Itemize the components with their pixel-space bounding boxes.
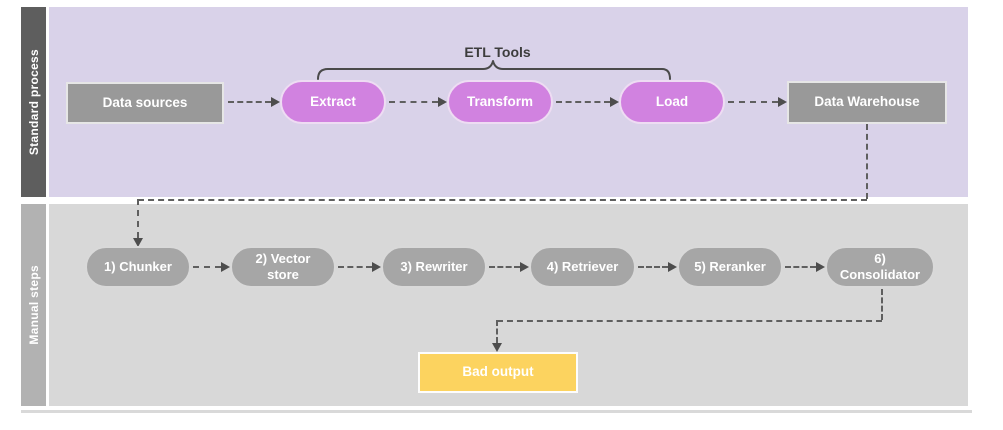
edge-datasources-extract (228, 101, 271, 103)
arrowhead-icon (372, 262, 381, 272)
edge-warehouse-chunker-seg3 (137, 199, 139, 238)
node-retriever: 4) Retriever (529, 246, 636, 288)
edge-extract-transform (389, 101, 438, 103)
arrowhead-icon (816, 262, 825, 272)
node-extract: Extract (280, 80, 386, 124)
node-vector-store: 2) Vector store (230, 246, 336, 288)
arrowhead-icon (271, 97, 280, 107)
node-data-warehouse: Data Warehouse (787, 81, 947, 124)
node-vector-store-label: 2) Vector store (255, 251, 311, 282)
node-extract-label: Extract (310, 93, 356, 109)
lane-bar-manual-steps: Manual steps (21, 204, 46, 406)
node-chunker-label: 1) Chunker (104, 259, 172, 275)
node-data-sources: Data sources (66, 82, 224, 124)
edge-retriever-reranker (638, 266, 668, 268)
node-reranker: 5) Reranker (677, 246, 783, 288)
node-consolidator: 6) Consolidator (825, 246, 935, 288)
node-data-warehouse-label: Data Warehouse (814, 94, 920, 110)
edge-consolidator-badoutput-seg3 (496, 320, 498, 343)
node-rewriter: 3) Rewriter (381, 246, 487, 288)
arrowhead-icon (221, 262, 230, 272)
arrowhead-icon (520, 262, 529, 272)
edge-transform-load (556, 101, 610, 103)
edge-rewriter-retriever (489, 266, 520, 268)
edge-load-warehouse (728, 101, 778, 103)
arrowhead-icon (668, 262, 677, 272)
edge-warehouse-chunker-seg2 (138, 199, 867, 201)
lane-label-manual-steps: Manual steps (26, 265, 41, 345)
edge-warehouse-chunker-seg1 (866, 124, 868, 199)
node-chunker: 1) Chunker (85, 246, 191, 288)
arrowhead-icon (778, 97, 787, 107)
node-transform: Transform (447, 80, 553, 124)
node-bad-output: Bad output (418, 352, 578, 393)
node-reranker-label: 5) Reranker (694, 259, 766, 275)
edge-vectorstore-rewriter (338, 266, 372, 268)
arrowhead-icon (492, 343, 502, 352)
node-rewriter-label: 3) Rewriter (400, 259, 468, 275)
arrowhead-icon (133, 238, 143, 247)
arrowhead-icon (610, 97, 619, 107)
node-bad-output-label: Bad output (462, 364, 534, 380)
edge-consolidator-badoutput-seg1 (881, 289, 883, 320)
node-data-sources-label: Data sources (102, 94, 188, 110)
lane-bar-standard-process: Standard process (21, 7, 46, 197)
bottom-divider (21, 410, 972, 413)
node-retriever-label: 4) Retriever (546, 259, 619, 275)
edge-consolidator-badoutput-seg2 (497, 320, 882, 322)
edge-reranker-consolidator (785, 266, 816, 268)
node-consolidator-label: 6) Consolidator (839, 251, 921, 282)
arrowhead-icon (438, 97, 447, 107)
etl-tools-label: ETL Tools (464, 44, 531, 60)
node-load: Load (619, 80, 725, 124)
node-transform-label: Transform (466, 93, 534, 109)
edge-chunker-vectorstore (193, 266, 221, 268)
etl-tools-brace-icon (317, 60, 671, 80)
node-load-label: Load (655, 93, 689, 109)
lane-label-standard-process: Standard process (26, 48, 41, 156)
